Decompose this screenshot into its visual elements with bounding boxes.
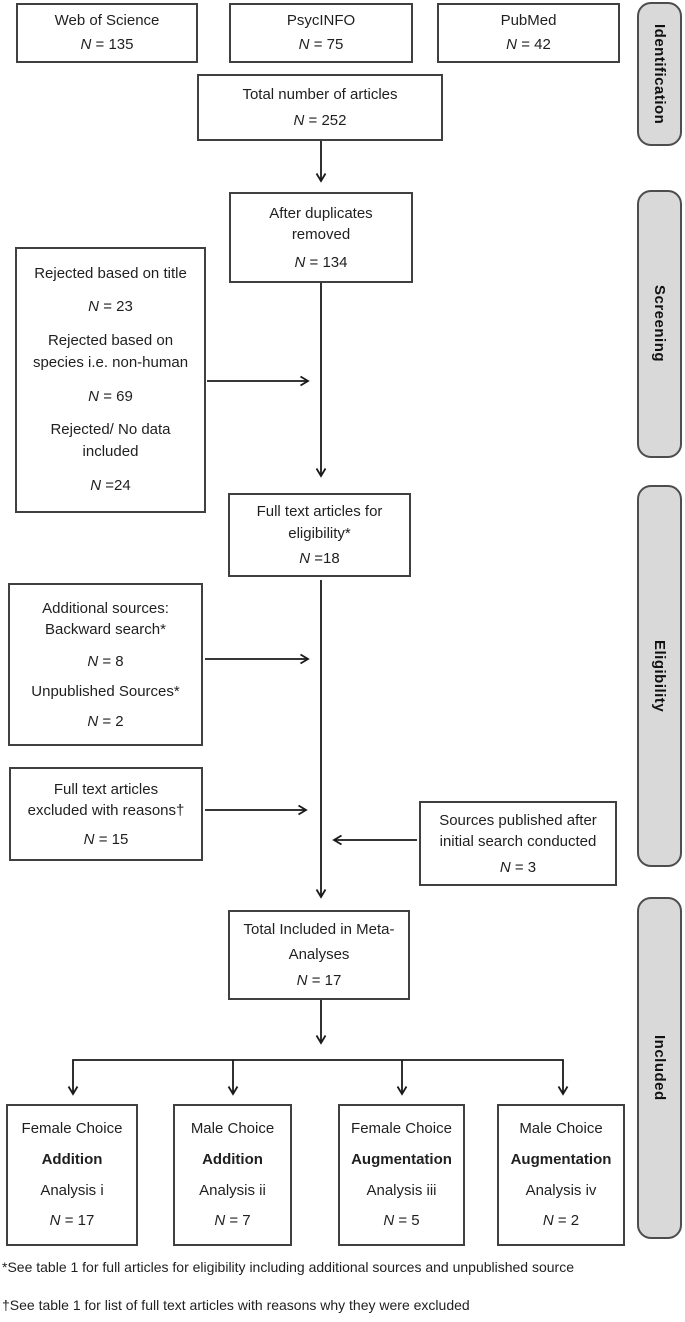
total-articles-n: N = 252	[293, 111, 347, 129]
footnote-excluded: †See table 1 for list of full text artic…	[2, 1297, 470, 1313]
excluded-n: N = 15	[83, 830, 129, 848]
box-after-duplicates: After duplicates removed N = 134	[229, 192, 413, 283]
stage-identification-label: Identification	[651, 23, 668, 125]
stage-eligibility-label: Eligibility	[651, 639, 668, 713]
outcome-type: Augmentation	[510, 1150, 612, 1168]
fulltext-eligibility-n: N =18	[299, 550, 340, 568]
total-articles-label: Total number of articles	[242, 85, 398, 103]
stage-eligibility: Eligibility	[637, 485, 682, 867]
stage-screening-label: Screening	[651, 285, 668, 363]
rejected-nodata-label: Rejected/ No data included	[50, 421, 171, 461]
outcome-choice: Female Choice	[21, 1120, 123, 1138]
outcome-choice: Male Choice	[519, 1120, 603, 1138]
box-excluded: Full text articles excluded with reasons…	[9, 767, 203, 861]
excluded-label: Full text articles excluded with reasons…	[27, 780, 185, 820]
outcome-type: Addition	[41, 1150, 103, 1168]
box-total-included: Total Included in Meta- Analyses N = 17	[228, 910, 410, 1000]
branch-line	[67, 1059, 569, 1096]
after-duplicates-n: N = 134	[294, 253, 348, 271]
box-outcome-female-augmentation: Female Choice Augmentation Analysis iii …	[338, 1104, 465, 1246]
total-included-line1: Total Included in Meta-	[243, 920, 395, 938]
footnote-eligibility: *See table 1 for full articles for eligi…	[2, 1259, 575, 1275]
outcome-n: N = 2	[542, 1212, 580, 1230]
box-pubmed: PubMed N = 42	[437, 3, 620, 63]
unpublished-sources-label: Unpublished Sources*	[31, 682, 180, 700]
box-additional-sources: Additional sources: Backward search* N =…	[8, 583, 203, 746]
outcome-analysis: Analysis iii	[366, 1181, 437, 1199]
unpublished-sources-n: N = 2	[87, 712, 124, 730]
box-fulltext-eligibility: Full text articles for eligibility* N =1…	[228, 493, 411, 577]
rejected-title-n: N = 23	[88, 298, 133, 316]
stage-included-label: Included	[651, 1035, 668, 1101]
source-n: N = 42	[506, 36, 551, 54]
rejected-species-n: N = 69	[88, 387, 133, 405]
stage-included: Included	[637, 897, 682, 1239]
outcome-choice: Female Choice	[351, 1120, 452, 1138]
rejected-species-label: Rejected based on species i.e. non-human	[32, 331, 189, 371]
additional-sources-label: Additional sources: Backward search*	[42, 599, 169, 639]
late-sources-label: Sources published after initial search c…	[439, 811, 597, 851]
stage-screening: Screening	[637, 190, 682, 458]
outcome-analysis: Analysis i	[40, 1181, 104, 1199]
outcome-choice: Male Choice	[190, 1120, 275, 1138]
box-outcome-male-addition: Male Choice Addition Analysis ii N = 7	[173, 1104, 292, 1246]
outcome-n: N = 5	[383, 1212, 420, 1230]
rejected-title-label: Rejected based on title	[34, 265, 187, 283]
after-duplicates-label: After duplicates removed	[269, 204, 373, 244]
fulltext-eligibility-label: Full text articles for eligibility*	[256, 503, 383, 543]
rejected-nodata-n: N =24	[90, 477, 131, 495]
outcome-n: N = 7	[214, 1212, 251, 1230]
total-included-line2: Analyses	[288, 946, 350, 964]
outcome-analysis: Analysis iv	[525, 1181, 597, 1199]
outcome-type: Augmentation	[351, 1150, 452, 1168]
outcome-type: Addition	[202, 1150, 263, 1168]
total-included-n: N = 17	[296, 971, 342, 989]
box-psycinfo: PsycINFO N = 75	[229, 3, 413, 63]
additional-sources-n: N = 8	[87, 652, 124, 670]
outcome-analysis: Analysis ii	[199, 1181, 266, 1199]
box-outcome-male-augmentation: Male Choice Augmentation Analysis iv N =…	[497, 1104, 625, 1246]
late-sources-n: N = 3	[499, 858, 537, 876]
source-name: PubMed	[500, 12, 557, 30]
source-n: N = 135	[80, 36, 134, 54]
box-web-of-science: Web of Science N = 135	[16, 3, 198, 63]
box-total-articles: Total number of articles N = 252	[197, 74, 443, 141]
source-name: PsycINFO	[286, 12, 356, 30]
box-outcome-female-addition: Female Choice Addition Analysis i N = 17	[6, 1104, 138, 1246]
box-rejected: Rejected based on title N = 23 Rejected …	[15, 247, 206, 513]
box-late-sources: Sources published after initial search c…	[419, 801, 617, 886]
source-n: N = 75	[298, 36, 344, 54]
source-name: Web of Science	[54, 12, 160, 30]
outcome-n: N = 17	[49, 1212, 95, 1230]
stage-identification: Identification	[637, 2, 682, 146]
